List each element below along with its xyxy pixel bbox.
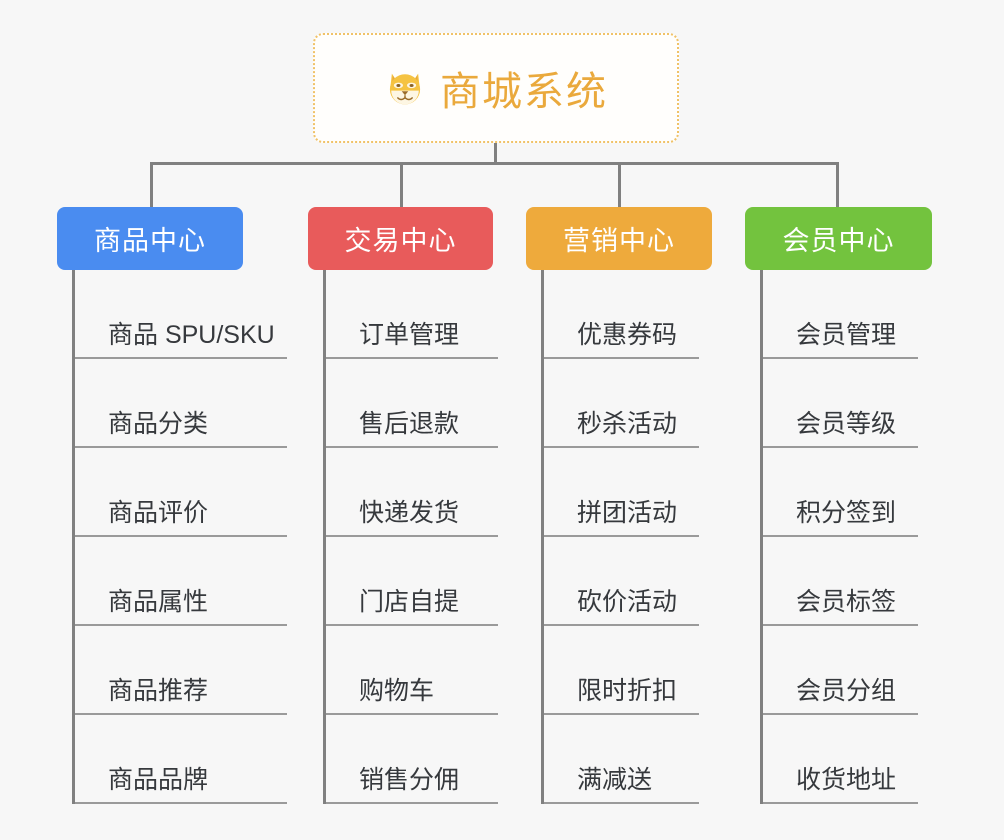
list-item-label: 商品属性 <box>108 587 209 616</box>
list-item-label: 限时折扣 <box>577 676 678 705</box>
list-item[interactable]: 砍价活动 <box>544 537 699 626</box>
list-item-label: 积分签到 <box>796 498 897 527</box>
list-item-label: 秒杀活动 <box>577 409 678 438</box>
root-node[interactable]: 商城系统 <box>313 33 679 143</box>
category-header-product[interactable]: 商品中心 <box>57 207 243 270</box>
list-item-label: 砍价活动 <box>577 587 678 616</box>
list-item[interactable]: 销售分佣 <box>326 715 498 804</box>
list-item[interactable]: 订单管理 <box>326 270 498 359</box>
list-item-label: 会员等级 <box>796 409 897 438</box>
connector-drop-1 <box>150 162 153 208</box>
shiba-dog-emoji-icon <box>384 67 426 109</box>
sub-item-list-trade: 订单管理 售后退款 快递发货 门店自提 购物车 销售分佣 <box>323 270 523 804</box>
branch-column-member: 会员中心 会员管理 会员等级 积分签到 会员标签 会员分组 收货地址 <box>745 207 945 804</box>
list-item-label: 售后退款 <box>359 409 460 438</box>
sub-item-list-marketing: 优惠券码 秒杀活动 拼团活动 砍价活动 限时折扣 满减送 <box>541 270 726 804</box>
connector-drop-2 <box>400 162 403 208</box>
list-item[interactable]: 会员分组 <box>763 626 918 715</box>
list-item[interactable]: 会员等级 <box>763 359 918 448</box>
list-item[interactable]: 商品属性 <box>75 537 287 626</box>
list-item-label: 会员标签 <box>796 587 897 616</box>
list-item-label: 会员管理 <box>796 320 897 349</box>
list-item[interactable]: 商品 SPU/SKU <box>75 270 287 359</box>
list-item-label: 收货地址 <box>796 765 897 794</box>
list-item[interactable]: 积分签到 <box>763 448 918 537</box>
category-header-label: 营销中心 <box>563 226 675 256</box>
list-item[interactable]: 购物车 <box>326 626 498 715</box>
category-header-marketing[interactable]: 营销中心 <box>526 207 712 270</box>
category-header-trade[interactable]: 交易中心 <box>308 207 493 270</box>
category-header-label: 会员中心 <box>782 226 895 256</box>
list-item-label: 快递发货 <box>359 498 460 527</box>
connector-root-stem <box>494 143 497 164</box>
list-item[interactable]: 快递发货 <box>326 448 498 537</box>
list-item-label: 门店自提 <box>359 587 460 616</box>
category-header-member[interactable]: 会员中心 <box>745 207 932 270</box>
list-item[interactable]: 商品品牌 <box>75 715 287 804</box>
connector-drop-3 <box>618 162 621 208</box>
sub-item-list-product: 商品 SPU/SKU 商品分类 商品评价 商品属性 商品推荐 商品品牌 <box>72 270 287 804</box>
list-item-label: 购物车 <box>359 676 435 705</box>
list-item-label: 商品 SPU/SKU <box>108 320 275 349</box>
list-item-label: 订单管理 <box>359 320 460 349</box>
list-item-label: 商品分类 <box>108 409 209 438</box>
list-item[interactable]: 会员管理 <box>763 270 918 359</box>
list-item[interactable]: 秒杀活动 <box>544 359 699 448</box>
list-item[interactable]: 商品分类 <box>75 359 287 448</box>
list-item[interactable]: 门店自提 <box>326 537 498 626</box>
list-item[interactable]: 商品推荐 <box>75 626 287 715</box>
list-item[interactable]: 商品评价 <box>75 448 287 537</box>
list-item-label: 商品推荐 <box>108 676 209 705</box>
category-header-label: 商品中心 <box>94 226 206 256</box>
root-title: 商城系统 <box>440 70 608 114</box>
list-item[interactable]: 限时折扣 <box>544 626 699 715</box>
list-item-label: 商品品牌 <box>108 765 209 794</box>
branch-column-marketing: 营销中心 优惠券码 秒杀活动 拼团活动 砍价活动 限时折扣 满减送 <box>526 207 726 804</box>
category-header-label: 交易中心 <box>344 226 457 256</box>
list-item-label: 拼团活动 <box>577 498 678 527</box>
list-item[interactable]: 优惠券码 <box>544 270 699 359</box>
list-item-label: 会员分组 <box>796 676 897 705</box>
list-item[interactable]: 售后退款 <box>326 359 498 448</box>
list-item[interactable]: 会员标签 <box>763 537 918 626</box>
branch-column-product: 商品中心 商品 SPU/SKU 商品分类 商品评价 商品属性 商品推荐 商品品牌 <box>57 207 287 804</box>
branch-column-trade: 交易中心 订单管理 售后退款 快递发货 门店自提 购物车 销售分佣 <box>308 207 523 804</box>
list-item[interactable]: 收货地址 <box>763 715 918 804</box>
list-item[interactable]: 拼团活动 <box>544 448 699 537</box>
connector-horizontal-bus <box>150 162 838 165</box>
connector-drop-4 <box>836 162 839 208</box>
list-item[interactable]: 满减送 <box>544 715 699 804</box>
list-item-label: 商品评价 <box>108 498 209 527</box>
list-item-label: 销售分佣 <box>359 765 460 794</box>
sub-item-list-member: 会员管理 会员等级 积分签到 会员标签 会员分组 收货地址 <box>760 270 945 804</box>
list-item-label: 满减送 <box>577 765 653 794</box>
list-item-label: 优惠券码 <box>577 320 678 349</box>
